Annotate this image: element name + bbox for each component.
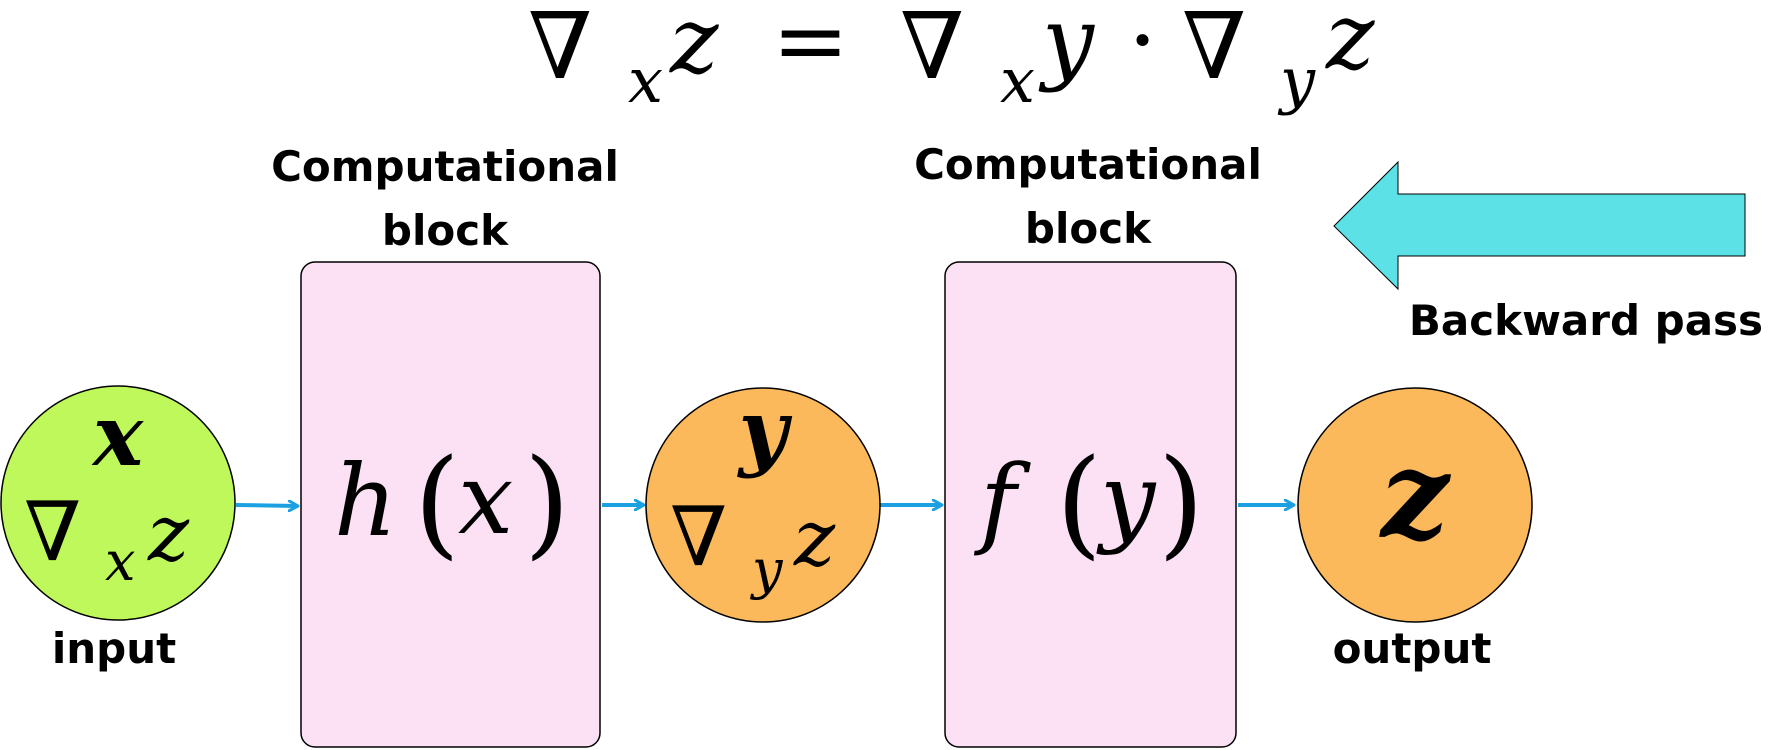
backward-pass-label: Backward pass (1409, 296, 1763, 345)
function-close-paren: ) (524, 433, 570, 571)
computational-block-h (300, 261, 601, 748)
input-node (0, 385, 236, 621)
edge-input-to-h (235, 505, 298, 506)
function-open-paren: ( (414, 433, 460, 571)
function-open-paren: ( (1056, 433, 1102, 571)
formula-r2-variable: z (1325, 0, 1375, 90)
chain-rule-formula: ∇ x z = ∇ x y · ∇ y z (528, 0, 1375, 117)
output-node (1297, 387, 1533, 623)
function-name: h (334, 445, 397, 559)
formula-lhs-variable: z (669, 0, 719, 94)
computational-block-f (944, 261, 1237, 748)
formula-equals: = (772, 0, 849, 94)
function-close-paren: ) (1158, 433, 1204, 571)
input-gradient-nabla: ∇ (24, 485, 81, 580)
intermediate-gradient-variable: z (793, 494, 836, 584)
intermediate-gradient-nabla: ∇ (670, 490, 727, 585)
intermediate-gradient-subscript: y (750, 538, 784, 601)
output-node-variable: z (1379, 425, 1452, 566)
block-1-caption-line1: Computational (271, 142, 619, 191)
input-gradient-subscript: x (105, 530, 135, 593)
input-gradient-variable: z (147, 489, 190, 579)
block-2-caption-line1: Computational (914, 140, 1262, 189)
output-caption: output (1333, 624, 1492, 673)
block-2-caption-line2: block (1025, 204, 1152, 253)
formula-lhs-nabla: ∇ (528, 0, 592, 100)
formula-r1-subscript: x (1000, 44, 1035, 117)
formula-dot: · (1128, 0, 1157, 94)
function-h-of-x: h ( x ) (334, 433, 570, 571)
formula-r1-nabla: ∇ (900, 0, 964, 100)
backward-pass-arrow (1333, 160, 1746, 291)
formula-r2-subscript: y (1277, 44, 1316, 117)
function-f-of-y: f ( y ) (973, 433, 1204, 571)
formula-r1-variable: y (1038, 0, 1095, 94)
intermediate-node (645, 387, 881, 623)
function-argument: y (1096, 443, 1157, 557)
input-node-variable: x (91, 386, 144, 485)
intermediate-node-variable: y (737, 381, 793, 480)
formula-r2-nabla: ∇ (1182, 0, 1246, 100)
function-argument: x (458, 443, 513, 557)
input-caption: input (52, 624, 176, 673)
block-1-caption-line2: block (382, 206, 509, 255)
formula-lhs-subscript: x (628, 44, 663, 117)
